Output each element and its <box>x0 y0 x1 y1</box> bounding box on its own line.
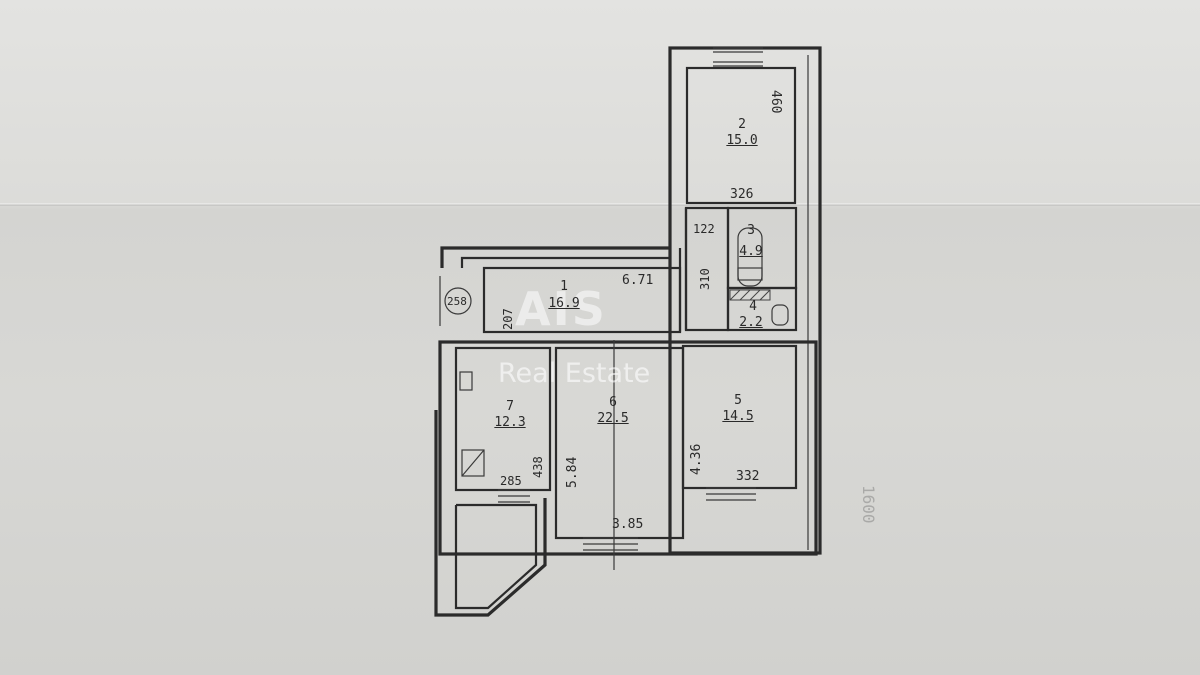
pencil-margin-note: 1600 <box>859 485 878 524</box>
lower-rooms-walls <box>434 340 818 617</box>
room-5-number: 5 <box>734 393 742 408</box>
dimension-corridor-310: 310 <box>698 268 712 290</box>
dimension-corridor-width: 207 <box>501 308 515 330</box>
bathroom-walls <box>684 206 798 332</box>
dimension-room-5-length: 4.36 <box>689 443 704 475</box>
watermark-logo: AIS <box>515 282 607 336</box>
dimension-room-7-length: 438 <box>531 456 545 478</box>
dimension-corridor-length: 6.71 <box>622 273 654 288</box>
dimension-room-7-width: 285 <box>500 474 522 488</box>
room-2-area: 15.0 <box>726 133 758 148</box>
corridor-walls <box>440 208 688 334</box>
room-6-area: 22.5 <box>597 411 629 426</box>
room-3-area: 4.9 <box>739 244 763 259</box>
dimension-room-6-length: 5.84 <box>565 456 580 488</box>
dimension-room-2-width: 326 <box>730 187 754 202</box>
room-1-area: 16.9 <box>548 296 580 311</box>
dimension-room-5-width: 332 <box>736 469 760 484</box>
watermark-subtitle: Real Estate <box>498 358 651 389</box>
stair-circle-label: 258 <box>447 295 467 308</box>
room-5-area: 14.5 <box>722 409 754 424</box>
dimension-room-6-width: 3.85 <box>612 517 644 532</box>
dimension-bath-width: 122 <box>693 222 715 236</box>
room-2-number: 2 <box>738 117 746 132</box>
room-7-area: 12.3 <box>494 415 526 430</box>
dimension-room-2-length: 460 <box>768 90 783 114</box>
room-3-number: 3 <box>747 223 755 238</box>
room-4-number: 4 <box>749 299 757 314</box>
room-1-number: 1 <box>560 279 568 294</box>
room-4-area: 2.2 <box>739 315 763 330</box>
paper-fold-line <box>0 203 1200 206</box>
stair-marker <box>439 276 472 326</box>
room-6-number: 6 <box>609 395 617 410</box>
room-7-number: 7 <box>506 399 514 414</box>
